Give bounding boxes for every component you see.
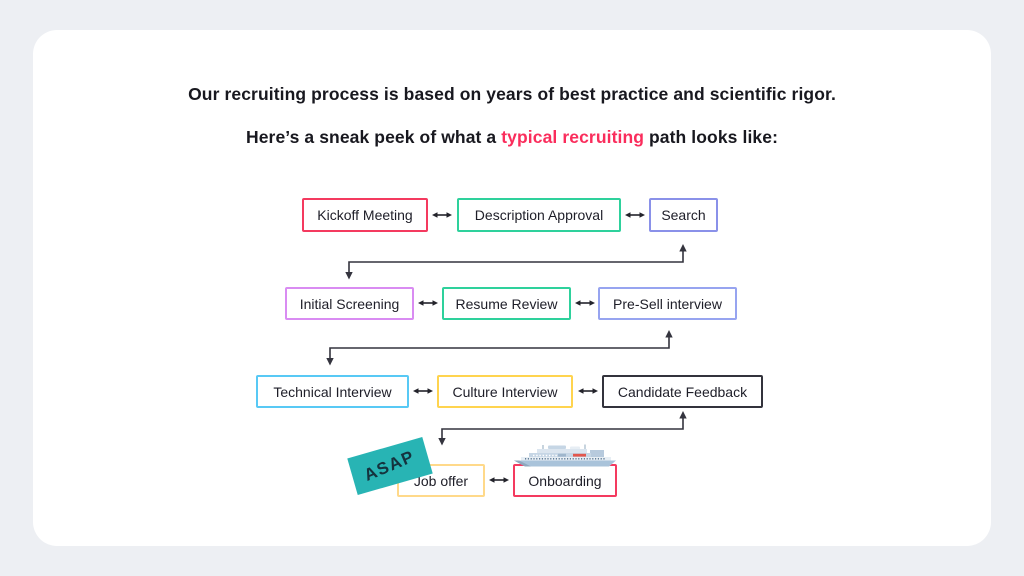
flow-node-pre-sell-interview: Pre-Sell interview	[598, 287, 737, 320]
asap-label: ASAP	[361, 446, 419, 485]
sub-heading-prefix: Here’s a sneak peek of what a	[245, 127, 502, 147]
flow-node-description-approval: Description Approval	[457, 198, 621, 232]
cruise-ship-icon	[514, 444, 616, 467]
sub-heading: Here’s a sneak peek of what a typical re…	[0, 127, 1024, 148]
flow-node-technical-interview: Technical Interview	[256, 375, 409, 408]
flow-node-candidate-feedback: Candidate Feedback	[602, 375, 763, 408]
double-arrow-icon	[575, 300, 595, 306]
double-arrow-icon	[418, 300, 438, 306]
double-arrow-icon	[432, 212, 452, 218]
flow-node-kickoff-meeting: Kickoff Meeting	[302, 198, 428, 232]
flow-node-culture-interview: Culture Interview	[437, 375, 573, 408]
double-arrow-icon	[489, 477, 509, 483]
main-heading: Our recruiting process is based on years…	[188, 84, 836, 104]
sub-heading-highlight: typical recruiting	[501, 127, 645, 147]
double-arrow-icon	[578, 388, 598, 394]
flow-node-resume-review: Resume Review	[442, 287, 571, 320]
flow-node-initial-screening: Initial Screening	[285, 287, 414, 320]
double-arrow-icon	[625, 212, 645, 218]
sub-heading-suffix: path looks like:	[644, 127, 778, 147]
flow-node-search: Search	[649, 198, 718, 232]
double-arrow-icon	[413, 388, 433, 394]
flow-node-onboarding: Onboarding	[513, 464, 617, 497]
